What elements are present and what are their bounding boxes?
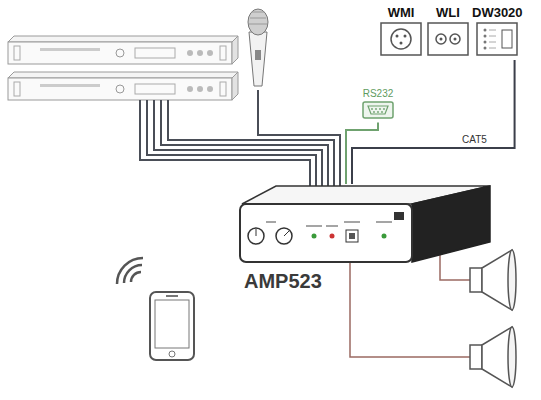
- socket-plate: [380, 22, 422, 56]
- wall-plate: WLI: [427, 6, 469, 60]
- serial-port: RS232: [362, 88, 394, 123]
- plate-heading: WLI: [427, 6, 469, 21]
- device-name: AMP523: [244, 270, 322, 293]
- socket-plate: [476, 22, 518, 56]
- socket-plate: [427, 22, 469, 56]
- cable-label: CAT5: [460, 134, 489, 145]
- plate-heading: DW3020: [472, 6, 523, 21]
- microphone: [248, 9, 340, 186]
- audio-cables: [140, 100, 334, 186]
- plate-heading: WMI: [380, 6, 422, 21]
- smartphone: [150, 292, 194, 360]
- port-label: RS232: [362, 88, 394, 100]
- wifi-symbol: [117, 258, 143, 284]
- speaker: [470, 250, 516, 310]
- speaker-cables: [350, 250, 470, 357]
- speaker: [470, 327, 516, 387]
- cable-connector: [352, 60, 515, 184]
- rack-device: [8, 36, 238, 64]
- cable-connector: [346, 123, 378, 185]
- wall-plate: WMI: [380, 6, 422, 60]
- db9-connector: [362, 101, 394, 119]
- rack-device: [8, 72, 238, 100]
- wall-plate: DW3020: [472, 6, 523, 60]
- amplifier: AMP523: [236, 184, 496, 300]
